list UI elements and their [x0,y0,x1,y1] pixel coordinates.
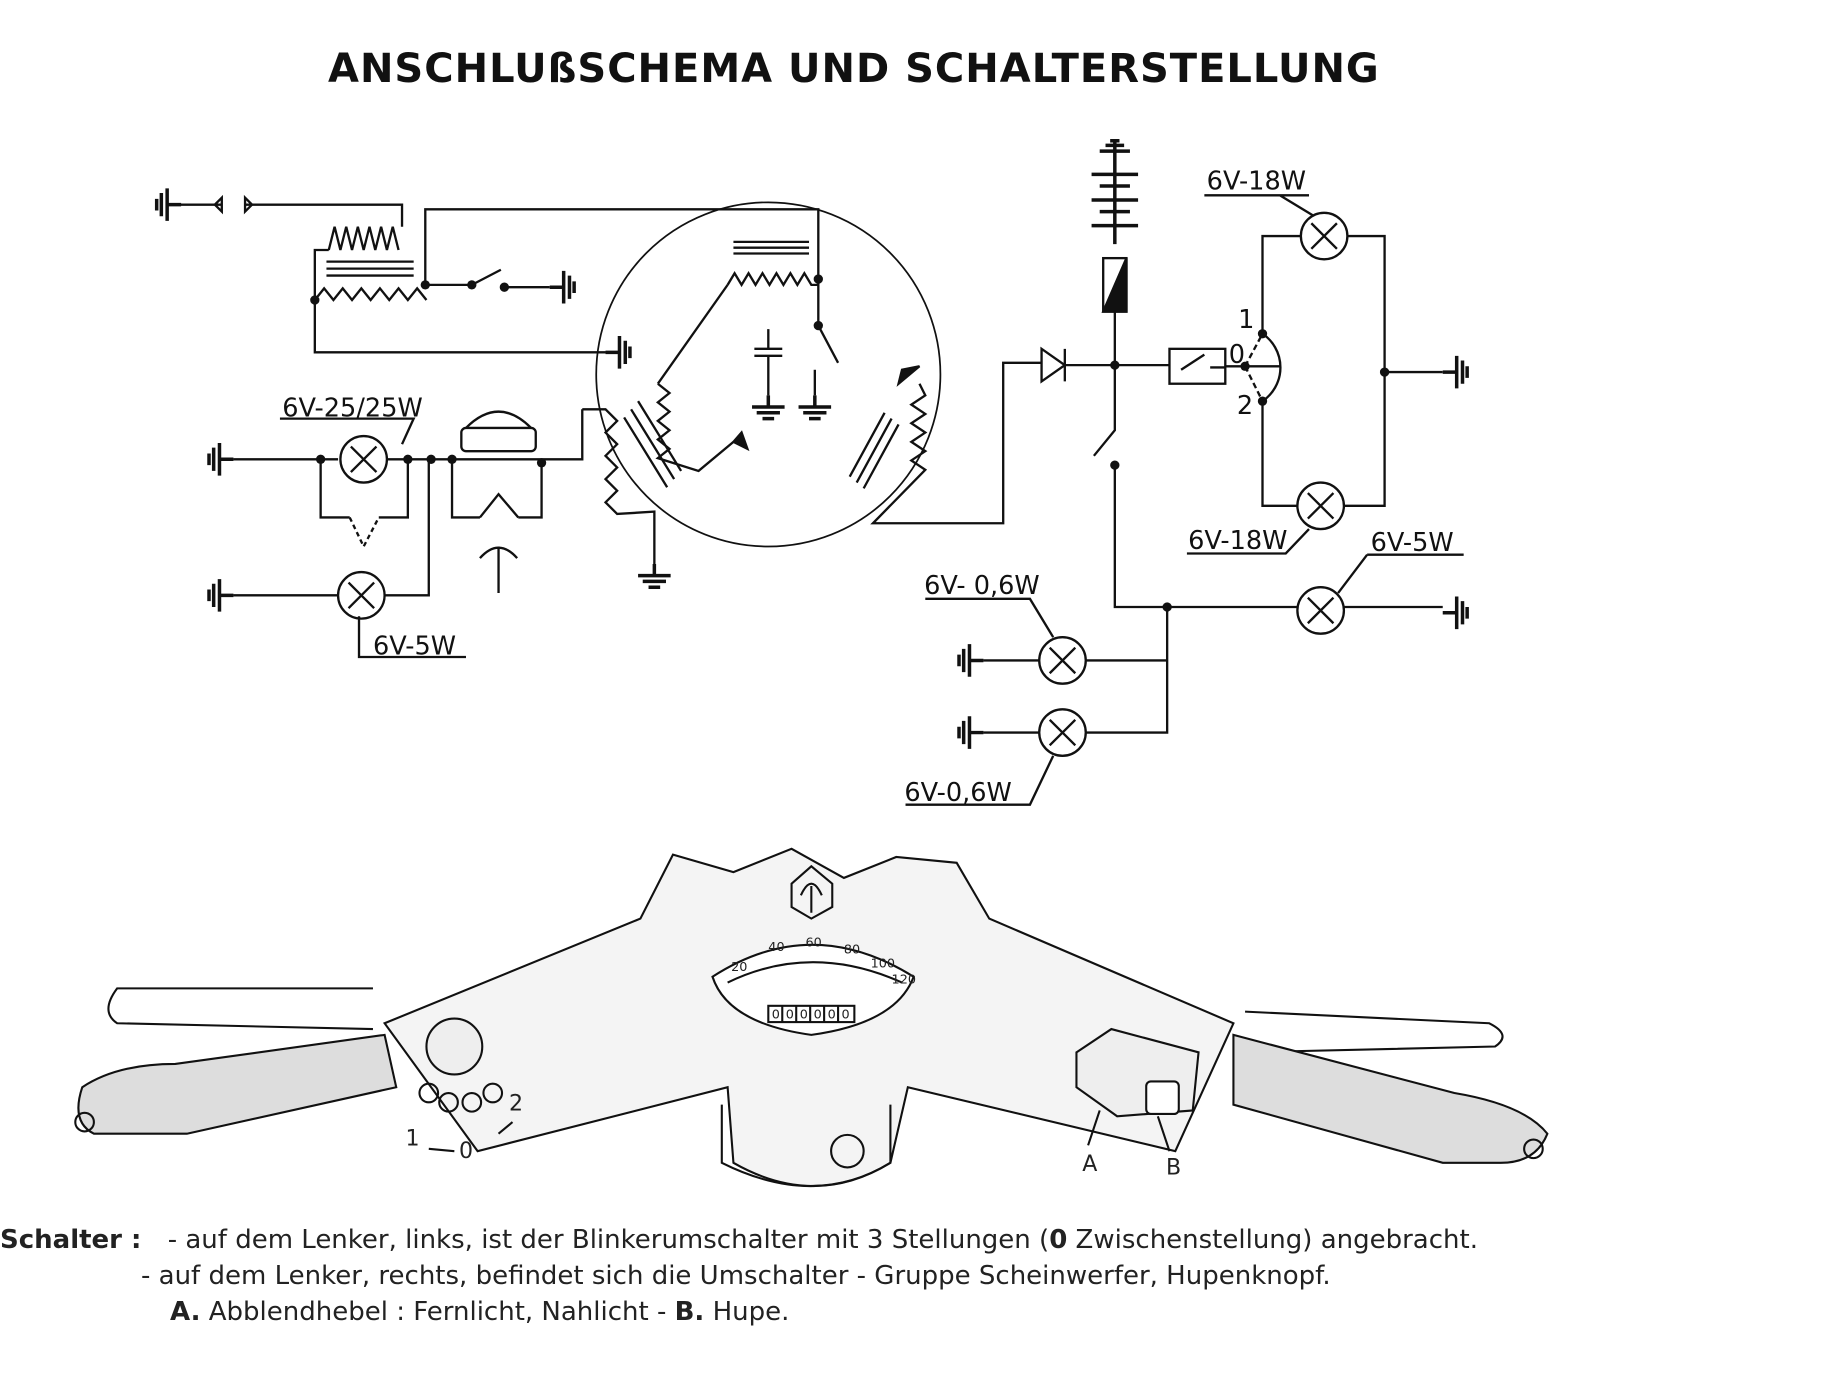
speedo-tick: 120 [892,973,916,988]
odometer-digit: 0 [772,1008,780,1023]
label-tail-left: 6V-5W [373,632,456,662]
left-switch-pos-0: 0 [459,1138,473,1164]
right-switch-label-a: A [1082,1151,1097,1177]
right-switch-label-b: B [1166,1154,1181,1180]
notes-key-a: A. [170,1297,201,1327]
speedo-tick: 20 [731,960,747,975]
label-rear-right: 6V-5W [1371,528,1454,558]
switch-pos-2: 2 [1237,391,1253,421]
notes-line1-bold: 0 [1049,1225,1068,1255]
speedo-tick: 40 [768,940,784,955]
switch-pos-0: 0 [1229,340,1245,370]
notes-line-2: - auf dem Lenker, rechts, befindet sich … [141,1261,1331,1291]
ignition-coil [154,186,820,371]
odometer-digit: 0 [800,1008,808,1023]
notes-key-b: B. [674,1297,705,1327]
speedo-tick: 80 [844,942,860,957]
label-blinker-top: 6V-18W [1207,167,1306,197]
notes-text-b: Hupe. [712,1297,790,1327]
speedo-tick: 60 [806,936,822,951]
left-switch-pos-1: 1 [406,1125,420,1151]
headlight-circuit [207,409,584,659]
speedo-tick: 100 [871,956,895,971]
odometer-digit: 0 [786,1008,794,1023]
odometer: 0 0 0 0 0 0 [772,1008,850,1023]
left-switch-pos-2: 2 [509,1090,523,1116]
notes-line1-suffix: Zwischenstellung) angebracht. [1075,1225,1478,1255]
blinker-circuit [279,138,1469,806]
lamp-labels: 6V-25/25W 6V-5W 6V-18W 6V-18W 6V-5W 6V- … [282,167,1453,809]
notes-line-3: A. Abblendhebel : Fernlicht, Nahlicht - … [170,1294,1478,1330]
label-headlight: 6V-25/25W [282,393,423,423]
page-title: ANSCHLUßSCHEMA UND SCHALTERSTELLUNG [328,46,1380,92]
notes-heading: Schalter : [0,1225,142,1255]
notes-text-a: Abblendhebel : Fernlicht, Nahlicht - [208,1297,667,1327]
speedometer-scale: 20 40 60 80 100 120 [731,936,916,988]
odometer-digit: 0 [828,1008,836,1023]
switch-pos-1: 1 [1238,305,1254,335]
handlebar-labels: 20 40 60 80 100 120 0 0 0 0 0 0 1 0 2 A … [406,936,1182,1181]
label-indicator-1: 6V- 0,6W [924,571,1040,601]
notes-line1-text: - auf dem Lenker, links, ist der Blinker… [167,1225,1050,1255]
odometer-digit: 0 [814,1008,822,1023]
label-blinker-bottom: 6V-18W [1188,526,1287,556]
notes-line-1: Schalter : - auf dem Lenker, links, ist … [0,1222,1478,1258]
label-indicator-2: 6V-0,6W [904,778,1011,808]
magneto [582,201,1042,589]
handlebar-illustration [74,847,1549,1188]
switch-notes: Schalter : - auf dem Lenker, links, ist … [0,1222,1478,1330]
odometer-digit: 0 [842,1008,850,1023]
